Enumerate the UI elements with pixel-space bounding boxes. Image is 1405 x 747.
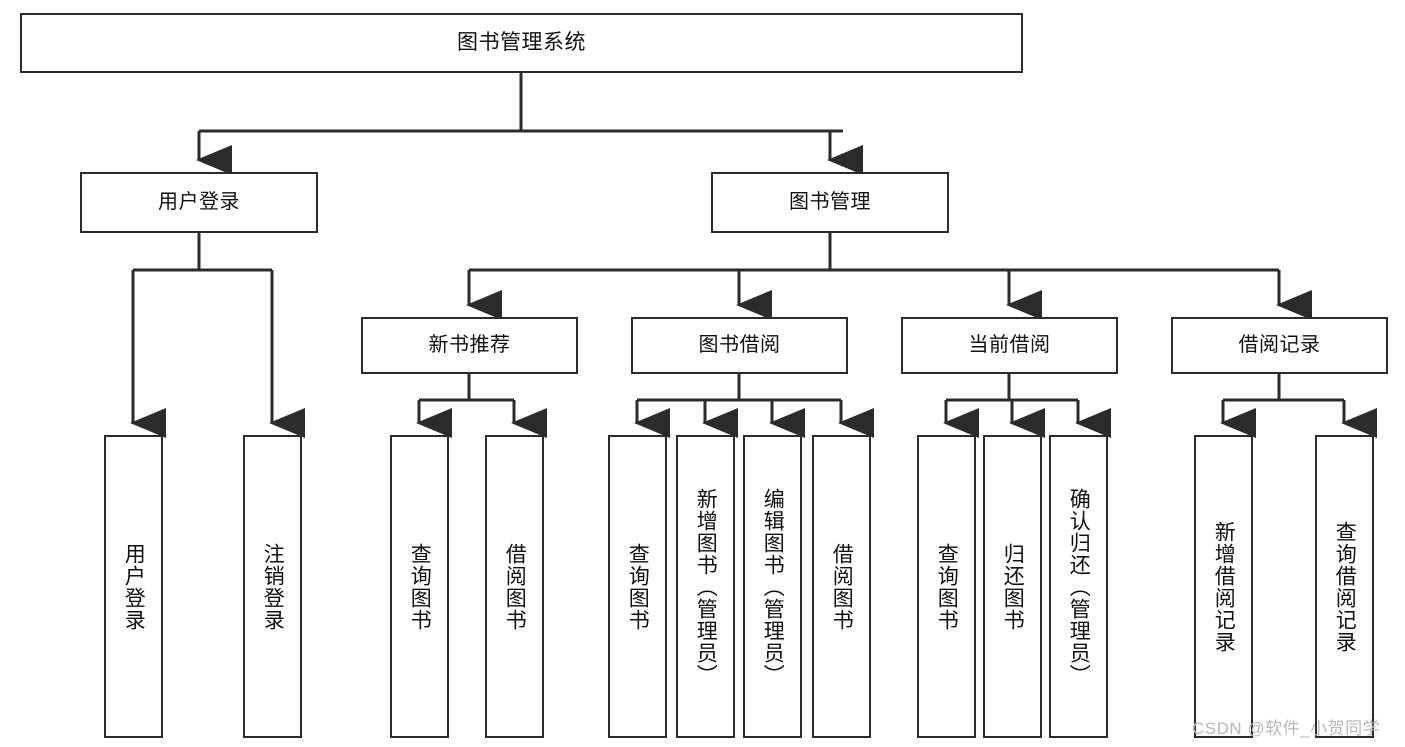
- node-label: 新增图书（管理员）: [694, 487, 718, 686]
- node-leaf-query-record[interactable]: 查询借阅记录: [1315, 435, 1374, 738]
- node-label: 查询图书: [935, 542, 959, 631]
- node-label: 新增借阅记录: [1212, 520, 1236, 653]
- node-leaf-add-record[interactable]: 新增借阅记录: [1194, 435, 1253, 738]
- node-leaf-user-login[interactable]: 用户登录: [104, 435, 163, 738]
- node-current-borrow[interactable]: 当前借阅: [901, 317, 1118, 374]
- node-leaf-confirm-return[interactable]: 确认归还（管理员）: [1049, 435, 1108, 738]
- node-label: 编辑图书（管理员）: [761, 487, 785, 686]
- node-label: 借阅图书: [503, 542, 527, 631]
- node-leaf-return-book[interactable]: 归还图书: [983, 435, 1042, 738]
- node-leaf-logout[interactable]: 注销登录: [243, 435, 302, 738]
- node-leaf-query-book-2[interactable]: 查询图书: [608, 435, 667, 738]
- node-leaf-query-book-1[interactable]: 查询图书: [390, 435, 449, 738]
- node-book-manage[interactable]: 图书管理: [711, 172, 949, 233]
- node-label: 查询图书: [626, 542, 650, 631]
- node-leaf-add-book[interactable]: 新增图书（管理员）: [676, 435, 735, 738]
- node-book-management-system[interactable]: 图书管理系统: [20, 13, 1023, 73]
- node-leaf-borrow-book-2[interactable]: 借阅图书: [812, 435, 871, 738]
- csdn-watermark: CSDN @软件_小贺同学: [1192, 719, 1381, 738]
- node-label: 查询借阅记录: [1333, 520, 1357, 653]
- node-label: 借阅图书: [830, 542, 854, 631]
- node-label: 注销登录: [261, 542, 285, 631]
- node-label: 归还图书: [1001, 542, 1025, 631]
- node-label: 借阅记录: [1238, 333, 1321, 356]
- node-label: 图书管理: [789, 190, 871, 213]
- node-label: 确认归还（管理员）: [1067, 487, 1091, 686]
- node-label: 新书推荐: [428, 333, 511, 356]
- node-book-borrow[interactable]: 图书借阅: [631, 317, 848, 374]
- node-label: 用户登录: [122, 542, 146, 631]
- node-label: 图书借阅: [698, 333, 781, 356]
- node-label: 当前借阅: [968, 333, 1051, 356]
- node-new-book-recommend[interactable]: 新书推荐: [361, 317, 578, 374]
- node-leaf-borrow-book-1[interactable]: 借阅图书: [485, 435, 544, 738]
- node-label: 图书管理系统: [457, 30, 586, 54]
- node-leaf-query-book-3[interactable]: 查询图书: [917, 435, 976, 738]
- node-leaf-edit-book[interactable]: 编辑图书（管理员）: [743, 435, 802, 738]
- node-borrow-record[interactable]: 借阅记录: [1171, 317, 1388, 374]
- node-label: 查询图书: [408, 542, 432, 631]
- node-label: 用户登录: [158, 190, 240, 213]
- node-user-login[interactable]: 用户登录: [80, 172, 318, 233]
